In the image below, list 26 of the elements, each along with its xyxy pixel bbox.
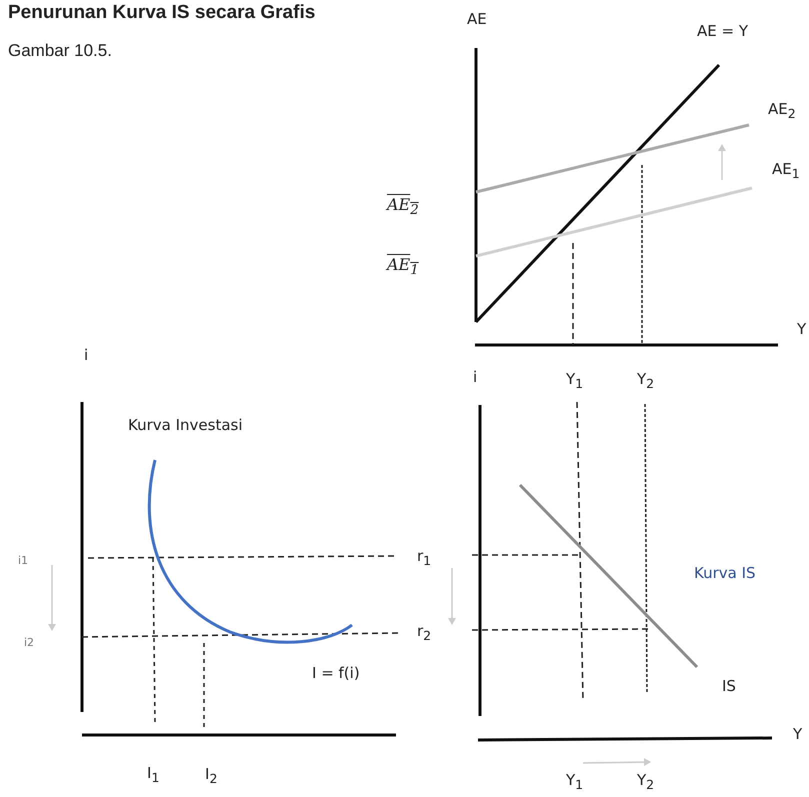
tick-label: I$_{1}$ xyxy=(147,764,160,787)
axis-label: AE xyxy=(467,10,487,28)
curve-label: IS xyxy=(722,677,736,695)
tick-label: Y$_{1}$ xyxy=(566,771,584,794)
tick-label: r$_{2}$ xyxy=(417,622,432,645)
axis-label: Y xyxy=(793,725,802,743)
line-label: AE$_{1}$ xyxy=(772,160,800,183)
tick-label: i2 xyxy=(24,635,34,651)
figure-number: Gambar 10.5. xyxy=(8,42,112,60)
tick-label: I$_{2}$ xyxy=(205,765,218,788)
line-label: AE$_{2}$ xyxy=(768,100,796,123)
line-label: AE = Y xyxy=(697,22,748,40)
curve-label: Kurva IS xyxy=(694,564,756,582)
intercept-label: AE$_{1}$ xyxy=(387,256,419,280)
axis-label: Y xyxy=(797,320,806,338)
curve-label: Kurva Investasi xyxy=(128,416,243,434)
title: Penurunan Kurva IS secara Grafis xyxy=(8,2,316,24)
axis-label: i xyxy=(473,368,478,386)
axis-label: i xyxy=(84,346,88,364)
tick-label: Y$_{1}$ xyxy=(566,370,584,393)
tick-label: i1 xyxy=(18,553,28,569)
tick-label: Y$_{2}$ xyxy=(637,771,654,794)
tick-label: Y$_{2}$ xyxy=(637,370,654,393)
tick-label: r$_{1}$ xyxy=(417,547,432,570)
curve-label: I = f(i) xyxy=(312,664,360,682)
intercept-label: AE$_{2}$ xyxy=(387,196,419,220)
